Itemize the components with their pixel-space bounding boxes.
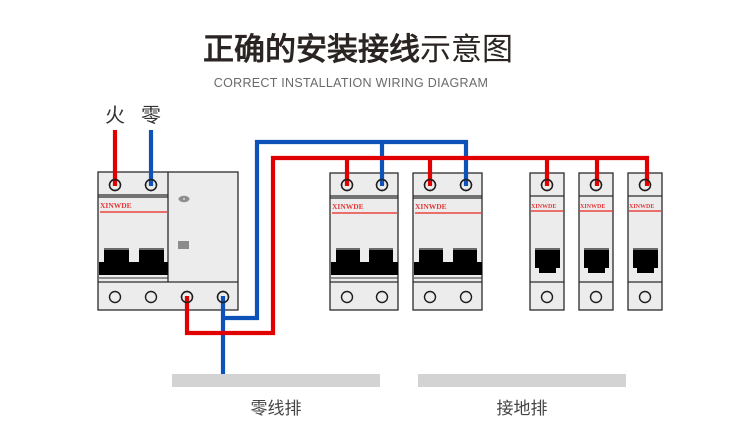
- toggle-lever[interactable]: [331, 248, 398, 279]
- brand-label: XINWDE: [580, 204, 605, 210]
- toggle-lever[interactable]: [99, 248, 168, 279]
- ground-busbar: [418, 374, 626, 387]
- neutral-input-label: 零: [141, 103, 161, 127]
- breaker-body: [578, 172, 614, 311]
- toggle-lever[interactable]: [633, 248, 658, 273]
- breaker-body: [529, 172, 565, 311]
- brand-label: XINWDE: [629, 204, 654, 210]
- breaker-body: [412, 172, 483, 311]
- terminal-out: [144, 290, 158, 304]
- wires: [112, 130, 650, 374]
- mcb-1p-breaker: XINWDE: [529, 172, 565, 311]
- indicator-window: [178, 241, 189, 249]
- test-button-dot: [183, 198, 185, 200]
- breaker-body: [329, 172, 399, 311]
- neutral-busbar: [172, 374, 380, 387]
- page-title: 正确的安装接线示意图: [203, 32, 513, 68]
- brand-label: XINWDE: [332, 202, 364, 211]
- terminal-out: [340, 290, 354, 304]
- mcb-1p-breaker: XINWDE: [627, 172, 663, 311]
- page-subtitle: CORRECT INSTALLATION WIRING DIAGRAM: [214, 76, 488, 90]
- terminal-out: [589, 290, 603, 304]
- ground-busbar-label: 接地排: [497, 399, 548, 419]
- breaker-body: [627, 172, 663, 311]
- mcb-2p-breaker: XINWDE: [412, 172, 483, 311]
- title-bold-part: 正确的安装接线: [203, 32, 420, 68]
- live-distribution-wire: [184, 155, 650, 336]
- brand-label: XINWDE: [415, 202, 447, 211]
- brand-label: XINWDE: [531, 204, 556, 210]
- main-rcbo-breaker: XINWDE: [97, 171, 239, 311]
- toggle-lever[interactable]: [535, 248, 560, 273]
- title-light-part: 示意图: [420, 32, 513, 68]
- neutral-busbar-label: 零线排: [251, 399, 302, 419]
- live-input-label: 火: [105, 103, 125, 127]
- terminal-rings: [108, 178, 652, 304]
- terminal-out: [459, 290, 473, 304]
- terminal-out: [638, 290, 652, 304]
- toggle-lever[interactable]: [584, 248, 609, 273]
- brand-label: XINWDE: [100, 201, 132, 210]
- terminal-out: [108, 290, 122, 304]
- mcb-2p-breaker: XINWDE: [329, 172, 399, 311]
- mcb-1p-breaker: XINWDE: [578, 172, 614, 311]
- title-text: 正确的安装接线示意图: [203, 32, 513, 68]
- terminal-out: [423, 290, 437, 304]
- terminal-out: [375, 290, 389, 304]
- terminal-out: [540, 290, 554, 304]
- toggle-lever[interactable]: [414, 248, 482, 279]
